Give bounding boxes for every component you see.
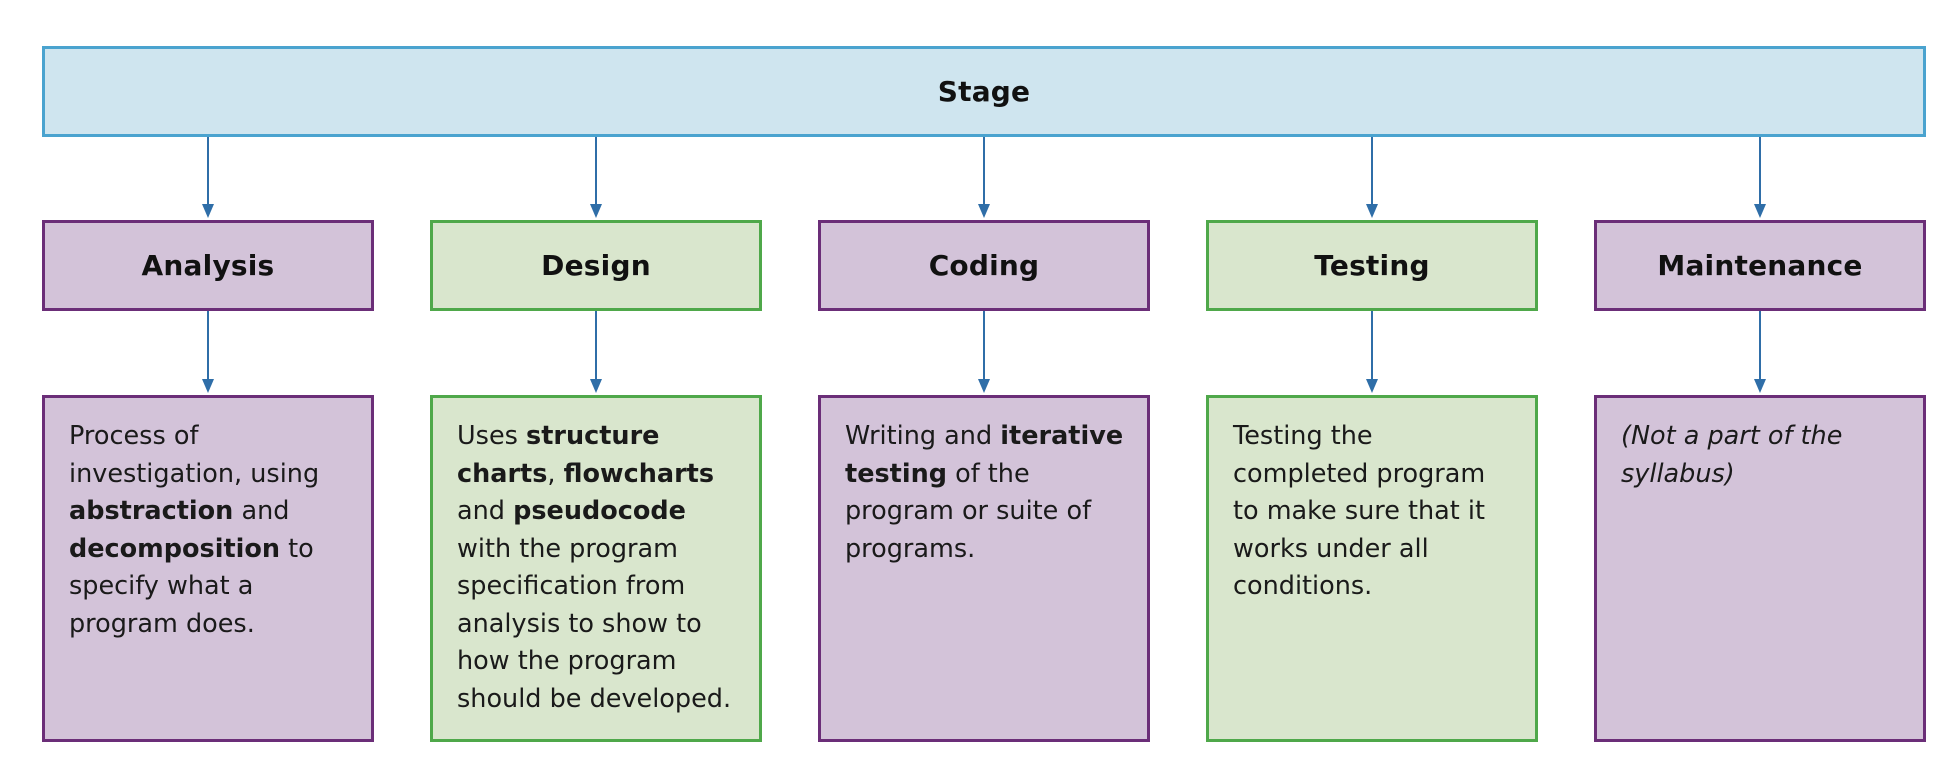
- description-text-analysis: Process of investigation, using abstract…: [69, 418, 349, 643]
- arrowhead-stage-to-label-maintenance: [1754, 204, 1766, 218]
- stage-label-coding: Coding: [928, 249, 1040, 282]
- stage-label-testing: Testing: [1314, 249, 1430, 282]
- description-run: Testing the completed program to make su…: [1233, 421, 1486, 601]
- description-run: Process of investigation, using: [69, 421, 320, 489]
- description-box-maintenance: (Not a part of the syllabus): [1594, 395, 1926, 742]
- arrowhead-label-to-description-coding: [978, 379, 990, 393]
- emphasis-term: flowcharts: [563, 458, 715, 489]
- description-run: of the program or suite of programs.: [845, 458, 1092, 564]
- emphasis-term: abstraction: [69, 496, 234, 526]
- emphasis-term: decomposition: [69, 533, 281, 564]
- stage-box-design: Design: [430, 220, 762, 311]
- description-run: and: [233, 496, 290, 526]
- emphasis-term: pseudocode: [513, 496, 686, 526]
- stage-box-analysis: Analysis: [42, 220, 374, 311]
- stage-label-maintenance: Maintenance: [1657, 249, 1863, 282]
- stage-box-maintenance: Maintenance: [1594, 220, 1926, 311]
- arrowhead-label-to-description-design: [590, 379, 602, 393]
- description-text-testing: Testing the completed program to make su…: [1233, 418, 1513, 606]
- description-box-analysis: Process of investigation, using abstract…: [42, 395, 374, 742]
- description-text-coding: Writing and iterative testing of the pro…: [845, 418, 1125, 568]
- description-run: and: [457, 496, 514, 526]
- arrowhead-stage-to-label-analysis: [202, 204, 214, 218]
- stage-box-testing: Testing: [1206, 220, 1538, 311]
- arrowhead-label-to-description-maintenance: [1754, 379, 1766, 393]
- stage-label-analysis: Analysis: [141, 249, 275, 282]
- description-run: with the program specification from anal…: [457, 533, 732, 714]
- emphasis-term: structure charts: [457, 421, 660, 489]
- stage-label-design: Design: [541, 249, 651, 282]
- description-run: ,: [547, 458, 564, 489]
- description-box-testing: Testing the completed program to make su…: [1206, 395, 1538, 742]
- stage-root-box: Stage: [42, 46, 1926, 137]
- arrowhead-label-to-description-analysis: [202, 379, 214, 393]
- arrowhead-label-to-description-testing: [1366, 379, 1378, 393]
- description-run: Uses: [457, 421, 527, 451]
- emphasis-term: iterative testing: [845, 421, 1124, 489]
- stage-root-label: Stage: [937, 75, 1031, 108]
- arrowhead-stage-to-label-design: [590, 204, 602, 218]
- arrowhead-stage-to-label-testing: [1366, 204, 1378, 218]
- stage-box-coding: Coding: [818, 220, 1150, 311]
- arrowhead-stage-to-label-coding: [978, 204, 990, 218]
- description-text-design: Uses structure charts, flowcharts and ps…: [457, 418, 737, 718]
- description-text-maintenance: (Not a part of the syllabus): [1621, 418, 1901, 493]
- description-run: Writing and: [845, 421, 1001, 451]
- description-run: (Not a part of the syllabus): [1621, 421, 1843, 489]
- description-run: to specify what a program does.: [69, 533, 314, 639]
- description-box-design: Uses structure charts, flowcharts and ps…: [430, 395, 762, 742]
- description-box-coding: Writing and iterative testing of the pro…: [818, 395, 1150, 742]
